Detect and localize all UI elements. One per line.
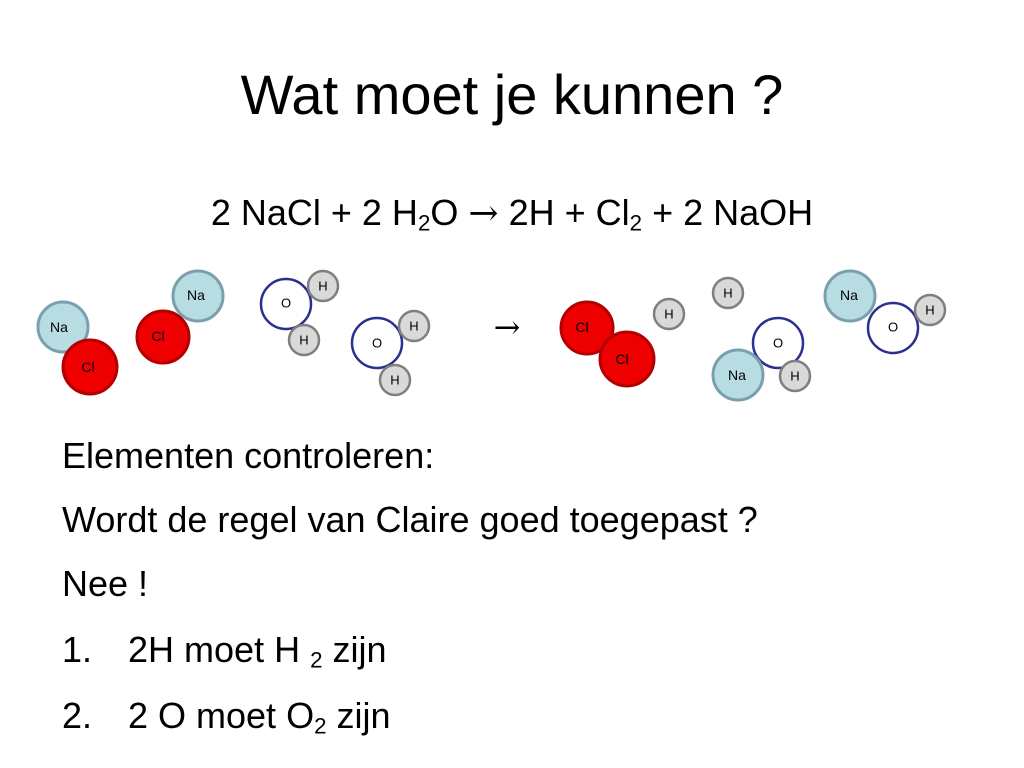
atom-h-label: H xyxy=(790,369,799,384)
atom-h-label: H xyxy=(409,319,418,334)
chemical-equation: 2 NaCl + 2 H2O → 2H + Cl2 + 2 NaOH xyxy=(0,188,1024,239)
atom-na: Na xyxy=(36,300,90,354)
atom-cl: Cl xyxy=(135,309,191,365)
atom-h: H xyxy=(287,323,321,357)
atom-na-label: Na xyxy=(728,367,746,383)
atom-o-label: O xyxy=(773,336,783,351)
atom-h-label: H xyxy=(723,286,732,301)
atom-na-label: Na xyxy=(187,287,205,303)
atom-h: H xyxy=(378,363,412,397)
list-text: zijn xyxy=(336,695,391,736)
list-item: 1. 2H moet H 2 zijn xyxy=(62,626,387,674)
atom-cl-label: Cl xyxy=(81,359,94,375)
atom-h: H xyxy=(711,276,745,310)
atom-o: O xyxy=(751,316,805,370)
atom-h-label: H xyxy=(318,279,327,294)
atom-cl: Cl xyxy=(559,300,615,356)
atom-h: H xyxy=(913,293,947,327)
body-line-question: Wordt de regel van Claire goed toegepast… xyxy=(62,499,758,540)
list-text: 2 O moet O xyxy=(128,695,315,736)
body-line-elements: Elementen controleren: xyxy=(62,435,435,476)
atom-cl-label: Cl xyxy=(151,328,164,344)
list-subscript: 2 xyxy=(314,713,327,739)
list-text: zijn xyxy=(332,629,387,670)
equation-lhs-tail: O xyxy=(430,192,459,233)
equation-arrow: → xyxy=(468,193,499,234)
atom-o: O xyxy=(866,301,920,355)
atom-h: H xyxy=(778,359,812,393)
list-number: 1. xyxy=(62,629,93,670)
atom-na: Na xyxy=(823,269,877,323)
atom-o: O xyxy=(350,316,404,370)
slide-title: Wat moet je kunnen ? xyxy=(240,63,784,126)
atom-cl-label: Cl xyxy=(575,319,588,335)
atom-cl: Cl xyxy=(598,330,656,388)
list-text: 2H xyxy=(128,629,175,670)
equation-rhs: 2H + Cl xyxy=(508,192,630,233)
equation-rhs-subscript: 2 xyxy=(629,210,643,236)
equation-rhs-tail: + 2 NaOH xyxy=(652,192,814,233)
list-number: 2. xyxy=(62,695,93,736)
atom-o-label: O xyxy=(281,296,291,311)
atom-h-label: H xyxy=(664,307,673,322)
atom-h: H xyxy=(397,309,431,343)
atom-h-label: H xyxy=(390,373,399,388)
list-subscript: 2 xyxy=(310,647,323,673)
atom-o-label: O xyxy=(888,320,898,335)
atom-o-label: O xyxy=(372,336,382,351)
equation-lhs: 2 NaCl + 2 H xyxy=(210,192,418,233)
atom-cl-label: Cl xyxy=(615,351,628,367)
body-line-answer: Nee ! xyxy=(62,563,149,604)
equation-lhs-subscript: 2 xyxy=(417,210,431,236)
list-text: moet H xyxy=(184,629,301,670)
atom-h-label: H xyxy=(299,333,308,348)
atom-na: Na xyxy=(171,269,225,323)
atom-h: H xyxy=(306,269,340,303)
atom-o: O xyxy=(259,277,313,331)
molecule-diagram: Na Cl Cl Na O H H O H H → Cl xyxy=(36,269,947,402)
atom-cl: Cl xyxy=(61,338,119,396)
reaction-arrow: → xyxy=(494,308,521,346)
atom-na: Na xyxy=(711,348,765,402)
list-item: 2. 2 O moet O2 zijn xyxy=(62,692,391,740)
atom-h-label: H xyxy=(925,303,934,318)
atom-h: H xyxy=(652,297,686,331)
atom-na-label: Na xyxy=(50,319,68,335)
atom-na-label: Na xyxy=(840,287,858,303)
